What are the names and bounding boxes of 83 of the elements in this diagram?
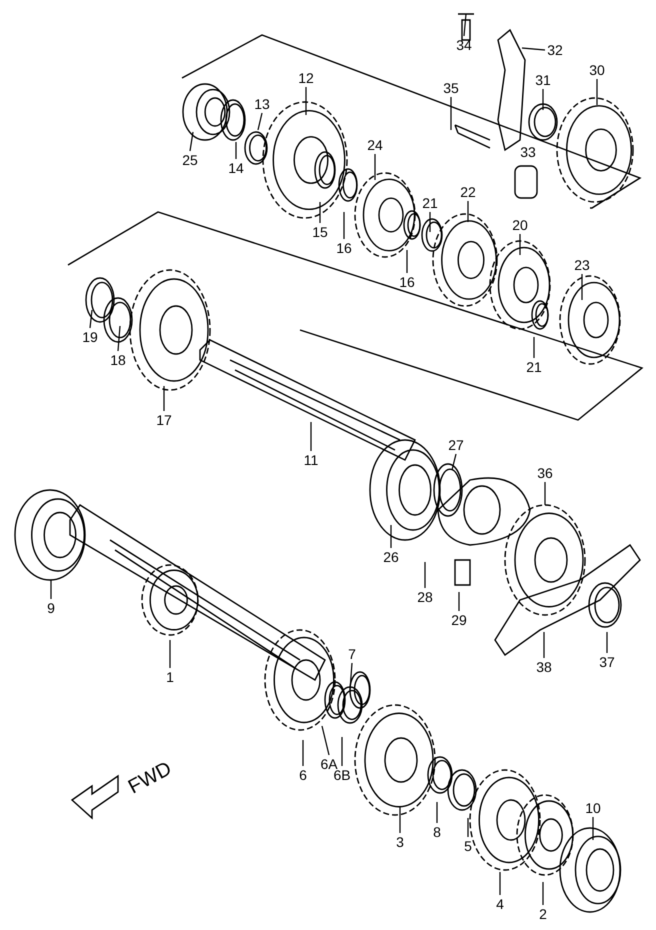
leader-line [451,454,457,470]
leader-line [89,310,93,328]
leader-line [458,592,460,611]
callout-number: 16 [399,275,415,289]
callout-number: 33 [520,145,536,159]
leader-line [436,802,438,823]
callout-number: 30 [589,63,605,77]
callout-number: 18 [110,353,126,367]
callout-number: 36 [537,466,553,480]
leader-line [163,386,165,411]
leader-line [606,632,608,653]
callout-number: 21 [422,196,438,210]
callout-number: 28 [417,590,433,604]
leader-line [542,882,544,905]
callout-number: 35 [443,81,459,95]
callout-number: 38 [536,660,552,674]
callout-number: 9 [47,601,55,615]
callout-number: 6B [333,768,351,782]
callout-number: 21 [526,360,542,374]
leader-line [544,482,546,505]
leader-line [406,250,408,273]
leader-line [592,817,594,840]
callout-number: 3 [396,835,404,849]
leader-line [467,818,469,837]
leader-line [542,89,544,110]
leader-line [302,740,304,766]
callout-number: 25 [182,153,198,167]
leader-line [499,872,501,895]
callout-number: 7 [348,647,356,661]
leader-line [257,112,263,130]
leader-line [543,632,545,658]
callout-number: 37 [599,655,615,669]
callout-number: 2 [539,907,547,921]
callout-number: 31 [535,73,551,87]
callout-number: 27 [448,438,464,452]
leader-line [399,806,401,833]
callout-number: 29 [451,613,467,627]
leader-line [341,737,343,766]
callout-number: 1 [166,670,174,684]
leader-line [463,14,467,36]
callout-number: 19 [82,330,98,344]
leader-line [450,97,452,130]
callout-number: 12 [298,71,314,85]
callout-number: 24 [367,138,383,152]
leader-line [235,142,237,159]
leader-line [390,525,392,548]
leader-line [343,212,345,239]
callout-number: 16 [336,241,352,255]
callout-number: 23 [574,258,590,272]
callout-number: 34 [456,38,472,52]
callout-number: 20 [512,218,528,232]
leader-line [50,580,52,599]
callout-number: 14 [228,161,244,175]
leader-line [349,662,353,690]
leader-line [467,201,469,222]
callout-number: 22 [460,185,476,199]
leader-line [429,212,431,232]
callout-number: 6A [320,757,338,771]
leader-line [519,234,521,255]
leader-line [533,337,535,358]
callout-number: 10 [585,801,601,815]
leader-line [189,132,194,152]
callout-number: 6 [299,768,307,782]
direction-label: FWD [126,761,174,795]
callout-number: 8 [433,825,441,839]
callout-number: 17 [156,413,172,427]
callout-number: 11 [304,453,318,467]
callout-number: 26 [383,550,399,564]
callout-number: 32 [547,43,563,57]
callout-number: 4 [496,897,504,911]
callout-number: 15 [312,225,328,239]
leader-line [424,562,426,588]
leader-line [374,154,376,180]
leader-line [522,47,546,51]
leader-line [169,640,171,668]
leader-line [321,726,330,756]
leader-line [581,274,583,300]
callout-number: 5 [464,839,472,853]
leader-line [117,326,121,352]
leader-line [310,422,312,451]
callout-number: 13 [254,97,270,111]
leader-line [319,202,321,223]
leader-line [596,79,598,105]
